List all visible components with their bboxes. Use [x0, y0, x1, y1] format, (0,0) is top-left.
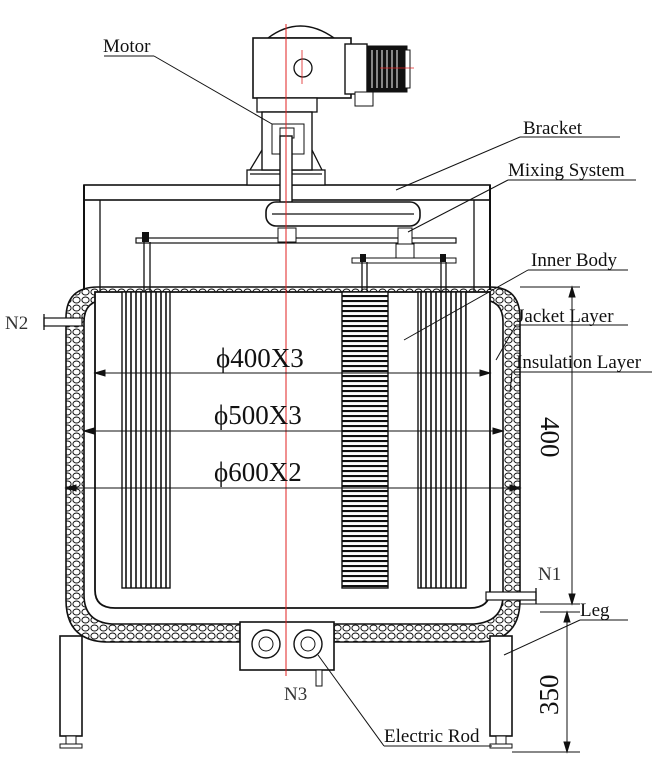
leg-right — [489, 635, 513, 749]
label-n3: N3 — [284, 684, 307, 705]
label-mixing-system: Mixing System — [508, 160, 625, 181]
leg-left — [59, 635, 83, 749]
dimension-d600: ϕ600X2 — [214, 457, 302, 487]
label-n2: N2 — [5, 313, 28, 334]
label-n1: N1 — [538, 564, 561, 585]
label-electric-rod: Electric Rod — [384, 726, 480, 747]
label-insulation-layer: Insulation Layer — [516, 352, 642, 373]
label-jacket-layer: Jacket Layer — [517, 306, 614, 327]
label-motor: Motor — [103, 36, 151, 57]
nozzle-n1 — [485, 588, 537, 604]
dimension-lines — [64, 369, 522, 492]
dimension-d500: ϕ500X3 — [214, 400, 302, 430]
label-leg: Leg — [580, 600, 610, 621]
dimension-height-body: 400 — [535, 417, 565, 458]
electric-rod-box — [239, 621, 335, 687]
label-bracket: Bracket — [523, 118, 583, 139]
bracket — [83, 169, 491, 292]
dimension-d400: ϕ400X3 — [216, 343, 304, 373]
height-dimensions — [512, 285, 580, 754]
leader-lines — [104, 55, 652, 747]
dimension-height-leg: 350 — [534, 675, 564, 716]
nozzle-n2 — [43, 314, 83, 330]
label-inner-body: Inner Body — [531, 250, 618, 271]
mixing-system — [121, 201, 467, 589]
